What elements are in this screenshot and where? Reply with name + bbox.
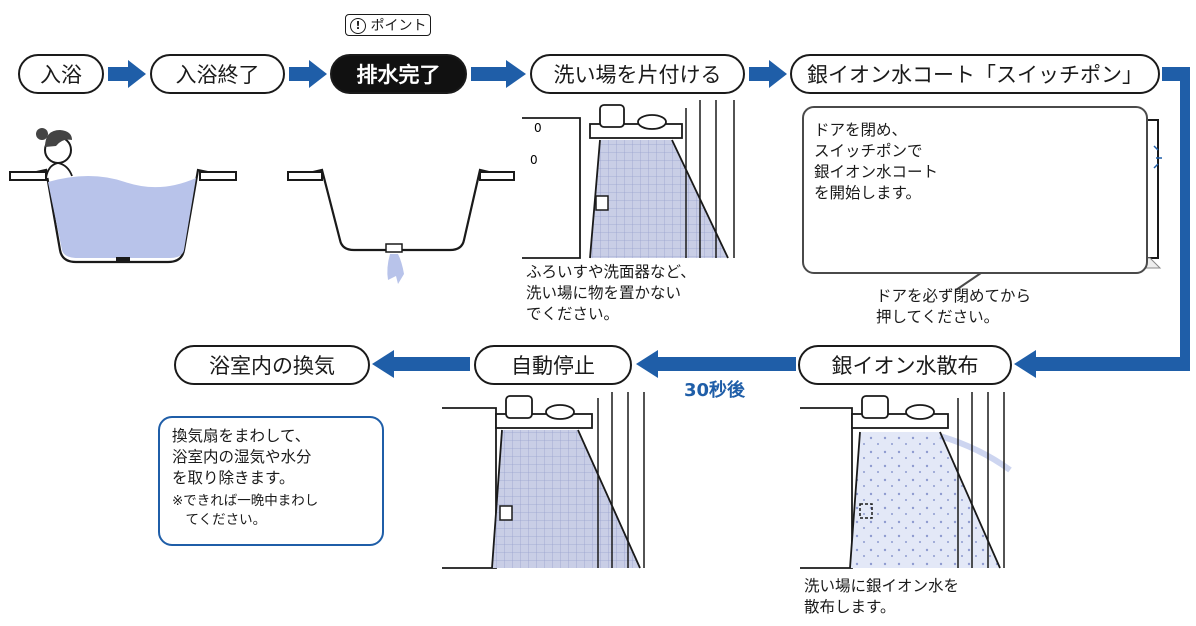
arrow-3: [471, 60, 526, 88]
step-drain-complete: 排水完了: [330, 54, 467, 94]
svg-text:0: 0: [534, 121, 542, 135]
ventilation-note-box: 換気扇をまわして、 浴室内の湿気や水分 を取り除きます。 ※できれば一晩中まわし…: [158, 416, 384, 546]
exclamation-icon: !: [350, 18, 366, 34]
step-bathing: 入浴: [18, 54, 104, 94]
connector-arrow: [1014, 67, 1190, 378]
point-tag: ! ポイント: [345, 14, 432, 36]
door-callout-box: ドアを閉め、 スイッチポンで 銀イオン水コート を開始します。: [802, 106, 1148, 274]
note-tidy-floor: ふろいすや洗面器など、 洗い場に物を置かない でください。: [526, 263, 696, 323]
bathroom-floor-spray-illustration: [800, 392, 1012, 569]
step-bath-finished: 入浴終了: [150, 54, 285, 94]
note-door-callout: ドアを閉め、 スイッチポンで 銀イオン水コート を開始します。: [814, 121, 939, 202]
step-silver-ion-coat: 銀イオン水コート「スイッチポン」: [790, 54, 1160, 94]
arrow-2: [289, 60, 327, 88]
arrow-5: [636, 350, 796, 378]
note-ventilation-sub: ※できれば一晩中まわし てください。: [172, 493, 319, 528]
arrow-6: [372, 350, 470, 378]
bathtub-drained-illustration: [287, 168, 515, 284]
note-spray: 洗い場に銀イオン水を 散布します。: [804, 577, 960, 616]
point-label: ポイント: [370, 18, 427, 34]
delay-label: 30秒後: [684, 380, 746, 401]
bathtub-full-illustration: [9, 128, 237, 264]
svg-text:0: 0: [530, 153, 538, 167]
step-ventilation: 浴室内の換気: [174, 345, 370, 385]
arrow-4: [749, 60, 787, 88]
bathroom-floor-stopped-illustration: [442, 392, 645, 569]
step-tidy-floor: 洗い場を片付ける: [530, 54, 745, 94]
step-silver-ion-spray: 銀イオン水散布: [798, 345, 1012, 385]
note-ventilation: 換気扇をまわして、 浴室内の湿気や水分 を取り除きます。: [172, 427, 312, 487]
note-press-after-closing: ドアを必ず閉めてから 押してください。: [876, 287, 1032, 326]
step-auto-stop: 自動停止: [474, 345, 632, 385]
bathroom-floor-tidy-illustration: 0 0: [522, 100, 740, 259]
arrow-1: [108, 60, 146, 88]
